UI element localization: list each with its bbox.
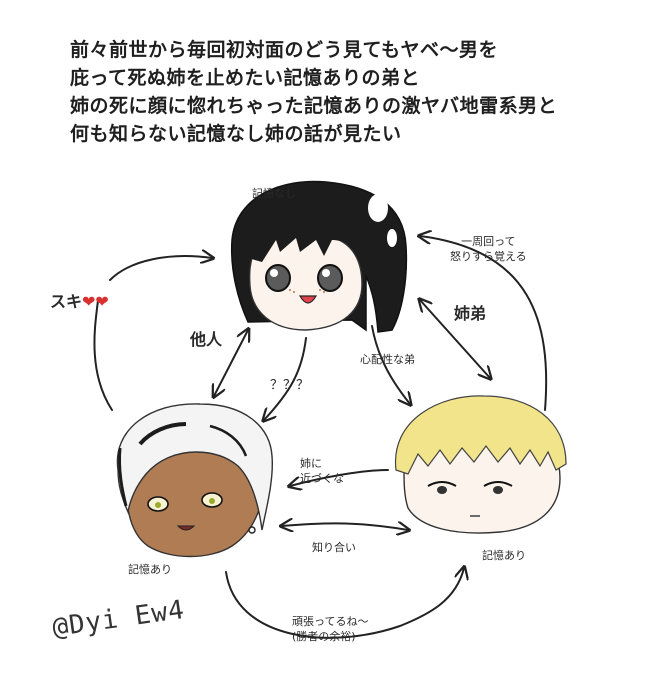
arrow-keep-away bbox=[290, 469, 389, 486]
arrow-siblings bbox=[420, 300, 490, 378]
relation-brother-to-sister: 一周回って 怒りすら覚える bbox=[450, 235, 527, 263]
brother-status-label: 記憶あり bbox=[482, 549, 526, 562]
arrow-worried bbox=[371, 325, 410, 404]
arrow-acquaintances bbox=[282, 523, 408, 530]
brother-character bbox=[394, 395, 567, 534]
arrow-brother-to-sister bbox=[420, 236, 548, 411]
intro-line-1: 前々前世から毎回初対面のどう見てもヤベ〜男を bbox=[70, 39, 499, 61]
intro-line-2: 庇って死ぬ姉を止めたい記憶ありの弟と bbox=[70, 67, 421, 89]
relation-good-effort: 頑張ってるね〜 (勝者の余裕) bbox=[292, 615, 369, 643]
relation-confused: ？？？ bbox=[270, 378, 310, 393]
relation-acquaintances: 知り合い bbox=[312, 541, 356, 554]
relation-likes: スキ❤❤ bbox=[50, 292, 109, 311]
sister-status-label: 記憶なし bbox=[252, 187, 296, 200]
dark-man-character bbox=[116, 403, 274, 558]
relation-keep-away: 姉に 近づくな bbox=[300, 457, 344, 485]
relation-siblings: 姉弟 bbox=[454, 304, 487, 323]
heart-icon: ❤❤ bbox=[82, 292, 109, 311]
arrow-good-effort bbox=[225, 568, 464, 639]
intro-text: 前々前世から毎回初対面のどう見てもヤベ〜男を 庇って死ぬ姉を止めたい記憶ありの弟… bbox=[70, 36, 630, 148]
dark-man-status-label: 記憶あり bbox=[128, 563, 172, 576]
intro-line-3: 姉の死に顔に惚れちゃった記憶ありの激ヤバ地雷系男と bbox=[70, 95, 558, 117]
relation-worried-brother: 心配性な弟 bbox=[360, 353, 415, 366]
intro-line-4: 何も知らない記憶なし姉の話が見たい bbox=[70, 123, 402, 145]
arrow-strangers bbox=[214, 330, 248, 396]
sister-character bbox=[230, 180, 408, 333]
arrow-likes bbox=[93, 299, 113, 411]
relation-strangers: 他人 bbox=[190, 330, 223, 349]
arrow-confused bbox=[264, 337, 307, 420]
arrow-likes-top bbox=[109, 256, 212, 281]
